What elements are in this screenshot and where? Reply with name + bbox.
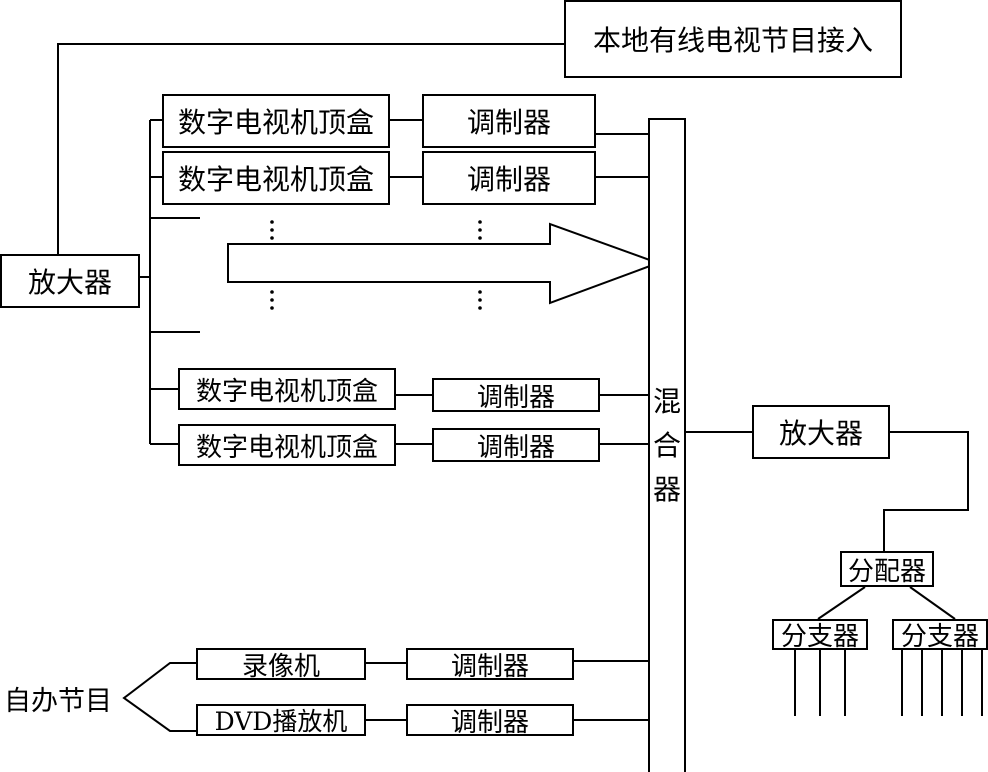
stb-label-1: 数字电视机顶盒 — [177, 106, 374, 139]
modulator-box-2: 调制器 — [422, 151, 596, 205]
dvd-player-label: DVD播放机 — [214, 707, 348, 736]
stb-label-3: 数字电视机顶盒 — [195, 376, 378, 407]
mixer-char-1: 混 — [652, 385, 681, 418]
stb-label-2: 数字电视机顶盒 — [177, 163, 374, 196]
stb-box-3: 数字电视机顶盒 — [178, 368, 396, 410]
tap-label-1: 分支器 — [780, 622, 859, 652]
tap-label-2: 分支器 — [900, 622, 979, 652]
tap-box-1: 分支器 — [772, 619, 868, 652]
output-amplifier-box: 放大器 — [752, 405, 890, 459]
modulator-label-6: 调制器 — [450, 707, 529, 738]
input-amplifier-box: 放大器 — [0, 254, 140, 308]
mixer-char-3: 器 — [652, 473, 681, 506]
self-programs-label: 自办节目 — [4, 678, 124, 718]
signal-flow-arrow — [227, 222, 661, 305]
modulator-label-5: 调制器 — [450, 651, 529, 682]
modulator-box-1: 调制器 — [422, 94, 596, 148]
stb-box-1: 数字电视机顶盒 — [162, 94, 390, 148]
tap-box-2: 分支器 — [892, 619, 988, 652]
continuation-dots — [270, 220, 482, 310]
dvd-player-box: DVD播放机 — [196, 704, 366, 736]
modulator-box-3: 调制器 — [432, 378, 600, 413]
vcr-label: 录像机 — [241, 651, 320, 682]
local-cable-input-label: 本地有线电视节目接入 — [592, 24, 873, 57]
modulator-label-4: 调制器 — [476, 432, 555, 463]
stb-label-4: 数字电视机顶盒 — [195, 432, 378, 463]
modulator-label-2: 调制器 — [466, 163, 551, 196]
modulator-label-1: 调制器 — [466, 106, 551, 139]
stb-box-2: 数字电视机顶盒 — [162, 151, 390, 205]
stb-box-4: 数字电视机顶盒 — [178, 424, 396, 466]
modulator-box-4: 调制器 — [432, 428, 600, 463]
modulator-box-5: 调制器 — [406, 648, 574, 682]
self-programs-text: 自办节目 — [4, 685, 112, 717]
splitter-box: 分配器 — [840, 551, 934, 587]
local-cable-input-box: 本地有线电视节目接入 — [564, 0, 902, 78]
vcr-box: 录像机 — [196, 648, 366, 682]
mixer-char-2: 合 — [652, 429, 681, 462]
modulator-box-6: 调制器 — [406, 704, 574, 738]
splitter-label: 分配器 — [847, 556, 926, 587]
input-amplifier-label: 放大器 — [27, 266, 112, 299]
mixer-box: 混 合 器 — [648, 118, 686, 772]
modulator-label-3: 调制器 — [476, 382, 555, 413]
output-amplifier-label: 放大器 — [778, 417, 863, 450]
